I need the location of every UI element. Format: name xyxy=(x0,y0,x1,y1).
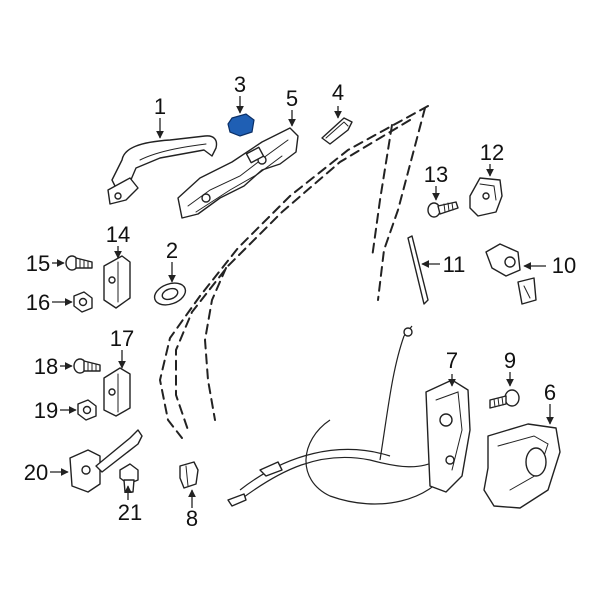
part-8-clip xyxy=(179,461,199,489)
callout-18: 18 xyxy=(34,354,58,379)
callout-16: 16 xyxy=(26,290,50,315)
callout-13: 13 xyxy=(424,162,448,187)
part-13-bolt xyxy=(427,201,459,218)
callout-2: 2 xyxy=(166,238,178,263)
callout-labels: 1 3 5 4 2 14 17 15 16 18 19 20 21 8 13 1… xyxy=(24,72,576,531)
part-1-outside-door-handle xyxy=(107,135,218,205)
callout-7: 7 xyxy=(446,348,458,373)
callout-8: 8 xyxy=(186,506,198,531)
part-21-check-bolt xyxy=(119,463,139,493)
part-2-grommet xyxy=(153,282,187,306)
part-10-lock-cylinder xyxy=(485,243,537,305)
part-16-hinge-nut xyxy=(73,291,93,313)
part-4-handle-gasket xyxy=(321,117,353,145)
part-17-lower-hinge xyxy=(103,367,131,417)
leader-lines xyxy=(50,96,554,508)
callout-4: 4 xyxy=(332,80,344,105)
callout-14: 14 xyxy=(106,222,130,247)
door-outline xyxy=(158,105,429,439)
part-18-hinge-bolt xyxy=(73,358,101,374)
part-7-door-latch xyxy=(227,325,471,507)
part-12-striker xyxy=(469,177,503,217)
callout-6: 6 xyxy=(544,380,556,405)
part-11-rod xyxy=(407,235,429,305)
callout-3: 3 xyxy=(234,72,246,97)
part-15-hinge-bolt xyxy=(65,255,93,271)
callout-11: 11 xyxy=(443,252,466,277)
callout-9: 9 xyxy=(504,348,516,373)
callout-19: 19 xyxy=(34,398,58,423)
part-6-inside-handle xyxy=(483,423,561,509)
part-19-hinge-nut xyxy=(77,399,97,421)
callout-1: 1 xyxy=(154,94,166,119)
callout-21: 21 xyxy=(118,500,142,525)
callout-5: 5 xyxy=(286,86,298,111)
part-3-handle-cap-highlighted xyxy=(227,113,255,137)
part-9-latch-bolt xyxy=(489,389,520,409)
callout-12: 12 xyxy=(480,140,504,165)
callout-17: 17 xyxy=(110,326,134,351)
part-20-door-check xyxy=(69,429,143,493)
callout-10: 10 xyxy=(552,253,576,278)
callout-20: 20 xyxy=(24,460,48,485)
part-14-upper-hinge xyxy=(103,255,131,309)
part-5-handle-frame xyxy=(177,127,299,219)
callout-15: 15 xyxy=(26,251,50,276)
